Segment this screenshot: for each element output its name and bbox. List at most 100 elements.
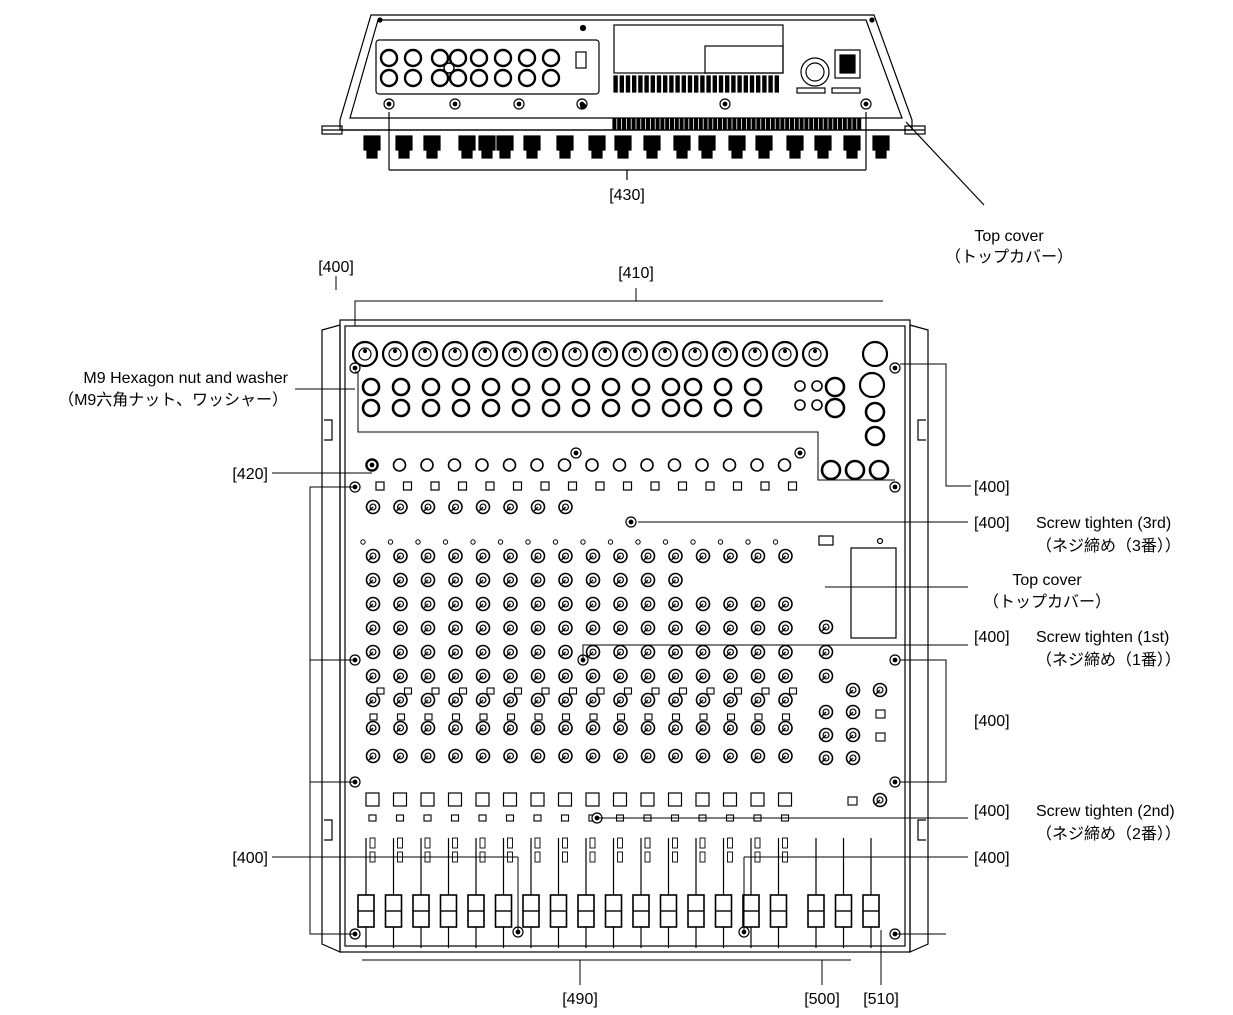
trim-knob <box>695 458 709 472</box>
knob-center <box>534 648 542 656</box>
knob-pointer <box>533 651 539 657</box>
knob-center <box>644 552 652 560</box>
knob-center <box>451 576 460 584</box>
knob-pointer <box>478 555 484 561</box>
knob-center <box>506 552 515 560</box>
assign-switch <box>644 713 653 721</box>
rear-bottom-jack <box>478 135 496 151</box>
knob-pointer <box>423 675 429 681</box>
knob-center <box>644 600 652 608</box>
rear-bottom-jack-tip <box>499 149 511 159</box>
vent-slot <box>765 118 770 130</box>
rear-bottom-jack <box>458 135 476 151</box>
rear-bottom-jack <box>872 135 890 151</box>
xlr-pin <box>362 348 368 354</box>
assign-switch <box>733 687 743 695</box>
knob-center <box>561 576 570 584</box>
vent-slot <box>774 75 780 93</box>
peak-led <box>580 539 586 545</box>
rear-bottom-jack-tip <box>526 149 538 159</box>
knob-center <box>506 724 515 732</box>
vent-slot <box>644 75 649 93</box>
vent-slot <box>669 75 674 93</box>
knob-pointer <box>533 627 539 633</box>
phone-jack <box>743 398 763 418</box>
knob-center <box>726 648 735 656</box>
vent-slot <box>703 118 708 130</box>
knob-pointer <box>781 603 786 609</box>
screw-dot <box>352 365 358 371</box>
rear-vents <box>613 75 780 93</box>
vent-slot <box>638 75 643 93</box>
assign-switch <box>616 713 626 721</box>
knob-pointer <box>561 755 566 761</box>
xlr-inner <box>598 347 612 361</box>
knob-pointer <box>451 627 456 633</box>
assign-switch <box>699 713 708 721</box>
rear-jacks <box>379 48 561 88</box>
knob-center <box>396 576 405 584</box>
knob-center <box>479 552 487 560</box>
label-400-right-bottom: [400] <box>974 850 1010 867</box>
knob-pointer <box>781 651 786 657</box>
knob-center <box>369 724 377 732</box>
vent-slot <box>641 118 646 130</box>
knob-center <box>616 576 625 584</box>
rca-jack <box>794 380 806 392</box>
label-400-screw-2nd: [400] <box>974 803 1010 820</box>
knob-center <box>451 648 460 656</box>
fader-scale <box>452 837 458 849</box>
vent-slot <box>645 118 650 130</box>
knob-pointer <box>478 579 484 585</box>
xlr-inner <box>538 347 552 361</box>
knob-pointer <box>533 699 539 705</box>
phone-jack <box>864 401 886 423</box>
power-inlet <box>800 57 830 87</box>
rear-label-inner <box>704 45 784 74</box>
knob-pointer <box>561 651 566 657</box>
knob-center <box>644 696 652 704</box>
vent-slot <box>713 118 718 130</box>
assign-switch <box>396 713 406 721</box>
knob-pointer <box>726 675 731 681</box>
knob-center <box>754 624 762 632</box>
rear-bottom-jack <box>496 135 514 151</box>
label-400-left-bottom: [400] <box>232 850 268 867</box>
switch-indicator <box>540 481 550 491</box>
rear-jack <box>517 68 537 88</box>
phone-jack <box>421 377 441 397</box>
trim-knob <box>722 458 737 472</box>
mute-button <box>777 792 793 807</box>
knob-center <box>369 648 377 656</box>
mute-button <box>695 792 710 807</box>
xlr-pin <box>452 348 458 354</box>
knob-center <box>671 724 680 732</box>
assign-switch <box>706 687 715 695</box>
label-screw-2nd-en: Screw tighten (2nd) <box>1036 803 1175 820</box>
knob-center <box>369 503 377 511</box>
phone-jack <box>361 377 381 397</box>
mute-button <box>640 792 655 807</box>
phone-jack <box>541 377 561 397</box>
switch-indicator <box>457 481 468 491</box>
pfl-button <box>505 814 515 822</box>
knob-center <box>424 648 432 656</box>
knob-center <box>424 600 432 608</box>
knob-pointer <box>368 755 374 761</box>
knob-pointer <box>781 675 786 681</box>
vent-slot <box>813 118 818 130</box>
knob-pointer <box>616 651 621 657</box>
knob-center <box>369 576 377 584</box>
label-400-right-mid: [400] <box>974 713 1010 730</box>
vent-slot <box>789 118 794 130</box>
knob-center <box>589 624 597 632</box>
peak-led <box>415 539 421 545</box>
knob-pointer <box>875 689 881 695</box>
knob-pointer <box>848 689 854 695</box>
knob-pointer <box>643 579 649 585</box>
knob-center <box>726 724 735 732</box>
pfl-button <box>423 814 432 822</box>
fader-scale <box>369 837 376 849</box>
vent-slot <box>724 75 730 93</box>
xlr-jack <box>861 340 889 368</box>
